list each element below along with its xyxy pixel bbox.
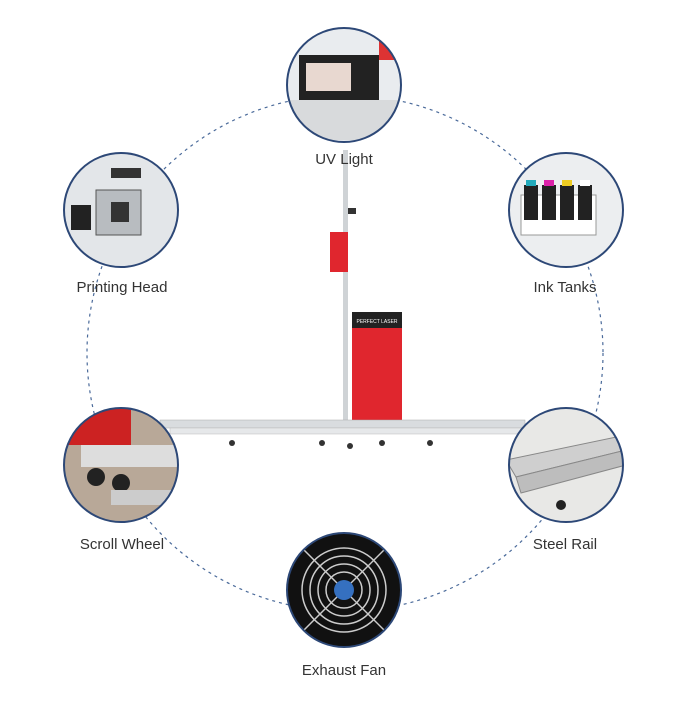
label-ink-tanks: Ink Tanks [533, 279, 597, 296]
ink-tanks-image [508, 152, 624, 268]
uv-light-image [286, 27, 402, 143]
label-exhaust-fan: Exhaust Fan [301, 662, 387, 679]
exhaust-fan-image [286, 532, 402, 648]
label-printing-head: Printing Head [76, 279, 168, 296]
scroll-wheel-image [63, 407, 179, 523]
brand-text: PERFECT LASER [356, 319, 397, 325]
label-scroll-wheel: Scroll Wheel [79, 536, 165, 553]
printer-illustration: PERFECT LASER [159, 150, 526, 449]
dashed-ring [86, 94, 604, 612]
steel-rail-image [508, 407, 624, 523]
printing-head-image [63, 152, 179, 268]
label-uv-light: UV Light [315, 151, 373, 168]
label-steel-rail: Steel Rail [532, 536, 598, 553]
